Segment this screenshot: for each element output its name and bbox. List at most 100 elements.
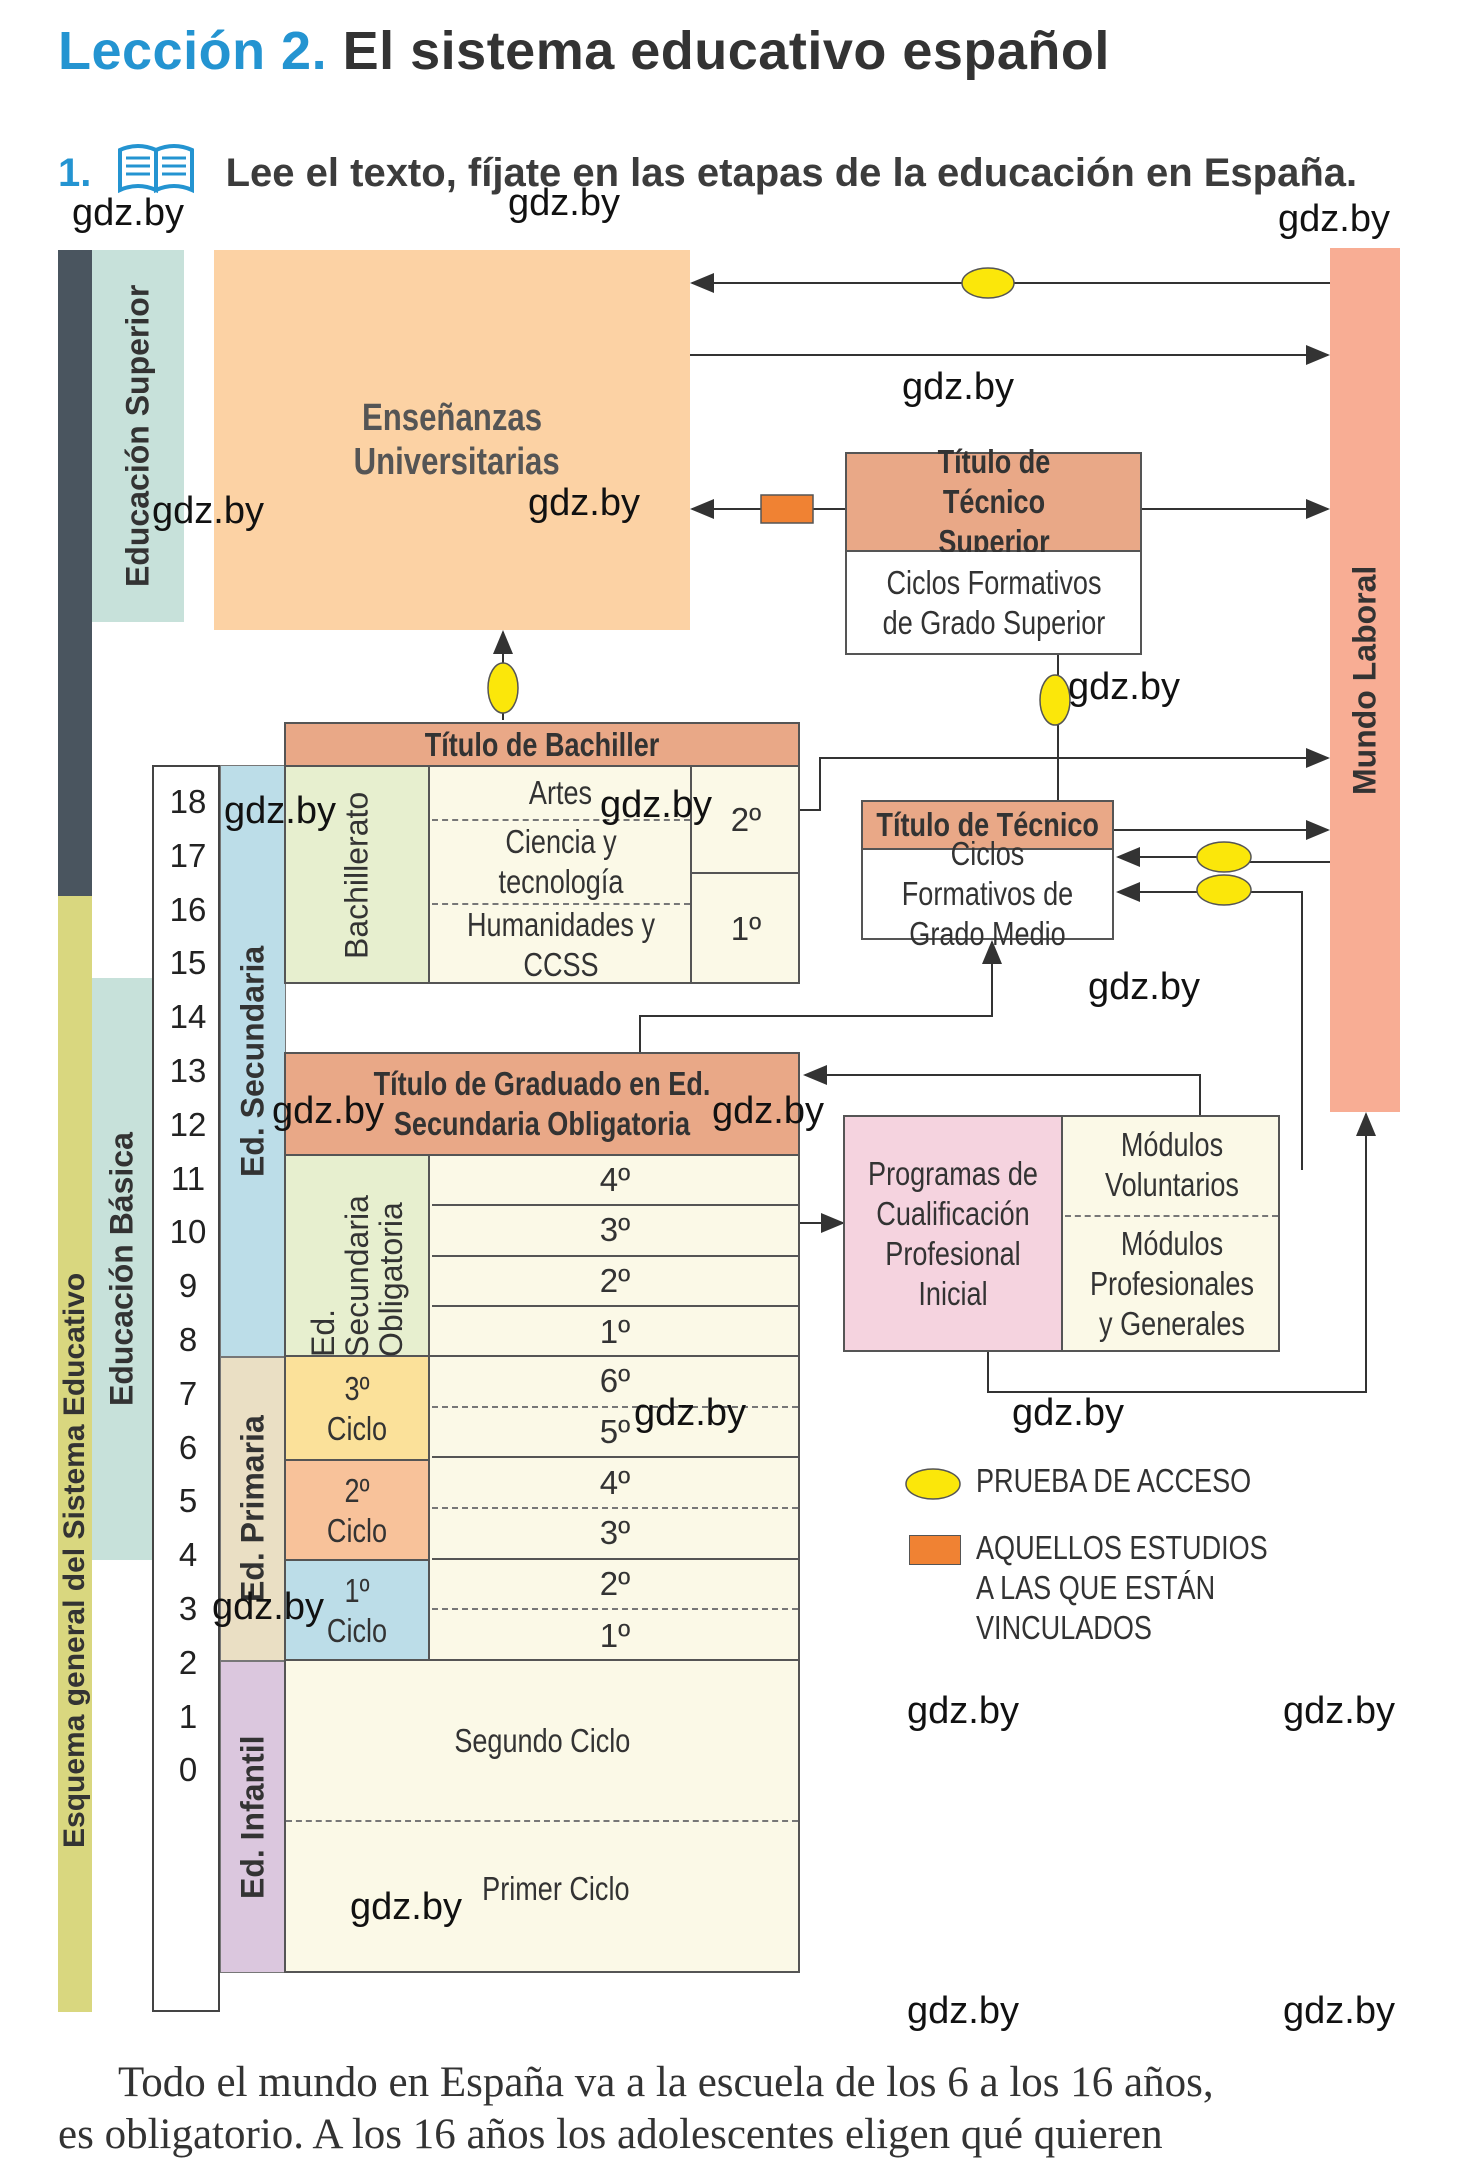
age-label: 1 [178,1697,198,1735]
ed-basica-bar [92,978,152,1560]
age-column [152,765,220,2012]
bach-course-1-text: 1º [730,910,762,947]
pcpi-modules [1063,1115,1280,1352]
segundo-ciclo: Segundo Ciclo [286,1663,798,1818]
watermark: gdz.by [508,182,620,224]
universidad-box: Enseñanzas Universitarias [214,250,690,630]
ciclo-1-text: 1º Ciclo [326,1572,388,1649]
age-label: 17 [169,836,207,874]
watermark: gdz.by [1088,966,1200,1008]
ciclos-grado-medio: Ciclos Formativos de Grado Medio [861,835,1114,952]
ciclo-1-label: 1º Ciclo [284,1561,430,1661]
age-label: 15 [169,944,207,982]
lesson-label: Lección 2. [58,21,328,81]
bachillerato-side [284,767,430,984]
ciclo-2-label: 2º Ciclo [284,1461,430,1561]
bach-dash-1 [432,819,690,821]
ed-superior-bar [92,250,184,622]
watermark: gdz.by [1283,1690,1395,1732]
titulo-bachiller: Título de Bachiller [284,722,800,767]
age-label: 9 [178,1267,198,1305]
bach-course-divider [690,872,800,874]
linked-studies-marker [760,494,814,524]
legend-rect-icon [909,1535,961,1565]
ciclo-3-label: 3º Ciclo [284,1357,430,1461]
watermark: gdz.by [272,1090,384,1132]
eso-course: 3º [432,1206,798,1257]
eso-side-label: Ed. Secundaria Obligatoria [305,1195,409,1357]
tecnico-title: Título de Técnico [861,800,1114,850]
modulos-voluntarios: Módulos Voluntarios [1065,1117,1278,1213]
age-label: 12 [169,1105,207,1143]
primaria-course: 5º [432,1408,798,1459]
tecnico-superior-title: Título de Técnico Superior [845,443,1142,560]
paragraph-line-2: es obligatorio. A los 16 años los adoles… [58,2111,1163,2158]
primaria-ciclo-2 [284,1461,430,1561]
paragraph-line-1: Todo el mundo en España va a la escuela … [118,2059,1214,2106]
bach-course-1: 1º [692,874,800,984]
age-label: 4 [178,1536,198,1574]
age-label: 13 [169,1052,207,1089]
age-label: 5 [178,1482,198,1520]
exercise-number: 1. [58,151,92,195]
primaria-course: 4º [432,1458,798,1509]
age-label: 2 [178,1643,198,1681]
infantil-dash [286,1820,798,1822]
watermark: gdz.by [1012,1392,1124,1434]
watermark: gdz.by [1068,666,1180,708]
watermark: gdz.by [634,1392,746,1434]
age-label: 14 [169,998,207,1036]
ed-infantil-label: Ed. Infantil [234,1735,271,1899]
ed-basica-label: Educación Básica [103,1132,140,1406]
segundo-ciclo-text: Segundo Ciclo [453,1721,631,1759]
access-test-ellipse [1196,841,1252,873]
watermark: gdz.by [1278,198,1390,240]
ciclos-grado-medio-text: Ciclos Formativos de Grado Medio [901,835,1074,952]
modulos-profesionales-text: Módulos Profesionales y Generales [1089,1224,1254,1342]
primaria-course: 6º [432,1357,798,1408]
access-test-ellipse [1039,674,1071,726]
eso-course: 4º [432,1156,798,1207]
modalidad-ciencia: Ciencia y tecnología [432,821,690,903]
primer-ciclo-text: Primer Ciclo [482,1870,630,1907]
primaria-body [430,1357,800,1661]
modalidad-artes: Artes [432,770,690,816]
ed-superior-label: Educación Superior [119,284,156,588]
age-label: 8 [178,1321,198,1358]
tecnico-title-text: Título de Técnico [876,806,1099,843]
eso-body [430,1156,800,1357]
bach-dash-2 [432,903,690,905]
pcpi-dash [1065,1215,1278,1217]
watermark: gdz.by [907,1690,1019,1732]
tecnico-superior-title-text: Título de Técnico Superior [937,443,1050,560]
eso-side [284,1156,430,1357]
watermark: gdz.by [902,366,1014,408]
age-label: 11 [170,1159,206,1197]
age-label: 6 [178,1428,198,1466]
primaria-course: 3º [432,1509,798,1560]
titulo-graduado-eso-text: Título de Graduado en Ed. Secundaria Obl… [373,1065,711,1142]
modalidad-humanidades: Humanidades y CCSS [432,905,690,984]
bach-divider [690,767,692,984]
ciclos-grado-superior: Ciclos Formativos de Grado Superior [845,552,1142,655]
universidad-label: Enseñanzas Universitarias [353,397,560,483]
esquema-bar-light [58,896,92,2012]
ed-infantil-bar [220,1661,286,1973]
modalidad-artes-text: Artes [529,774,593,811]
primaria-ciclo-1 [284,1561,430,1661]
pcpi-box: Programas de Cualificación Profesional I… [843,1115,1063,1352]
titulo-bachiller-text: Título de Bachiller [424,725,660,763]
instruction: 1. Lee el texto, fíjate en las etapas de… [58,142,1357,196]
age-label: 10 [169,1213,207,1251]
watermark: gdz.by [1283,1990,1395,2032]
ciclo-2-text: 2º Ciclo [326,1472,388,1549]
bach-course-2-text: 2º [730,800,762,838]
watermark: gdz.by [907,1990,1019,2032]
watermark: gdz.by [212,1586,324,1628]
age-label: 18 [169,783,207,820]
lesson-heading: El sistema educativo español [342,21,1110,81]
watermark: gdz.by [224,790,336,832]
mundo-laboral-bar [1330,248,1400,1112]
modulos-profesionales: Módulos Profesionales y Generales [1065,1217,1278,1350]
